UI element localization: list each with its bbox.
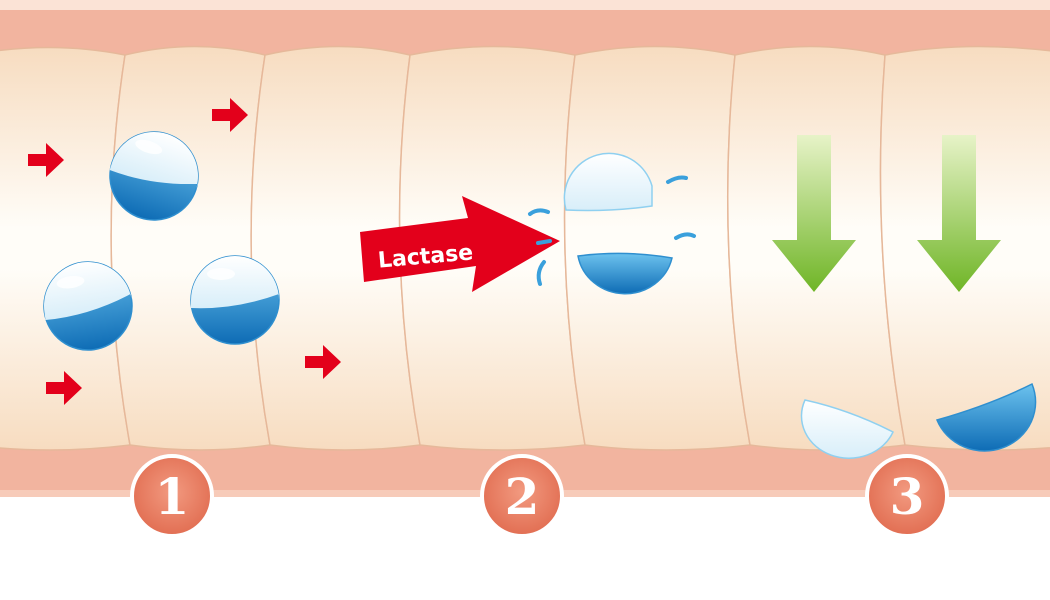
- step-3-scene: [772, 135, 1037, 459]
- lactase-arrow-icon: [360, 196, 560, 292]
- intestine-segment: [110, 45, 271, 451]
- step-badge-1: 1: [130, 454, 214, 538]
- split-molecule-icon: [528, 152, 696, 295]
- lactose-molecule-icon: [190, 255, 280, 345]
- absorption-arrow-icon: [917, 135, 1001, 292]
- step-badge-2: 2: [480, 454, 564, 538]
- step-number: 2: [505, 467, 540, 526]
- step-number: 1: [155, 467, 190, 526]
- intestine-segments: [0, 45, 1050, 451]
- intestine-segment: [563, 45, 751, 451]
- step-2-scene: Lactase: [360, 152, 696, 295]
- step-badge-3: 3: [865, 454, 949, 538]
- galactose-molecule-icon: [935, 382, 1037, 452]
- glucose-molecule-icon: [800, 399, 894, 459]
- step-number: 3: [890, 467, 925, 526]
- absorption-arrow-icon: [772, 135, 856, 292]
